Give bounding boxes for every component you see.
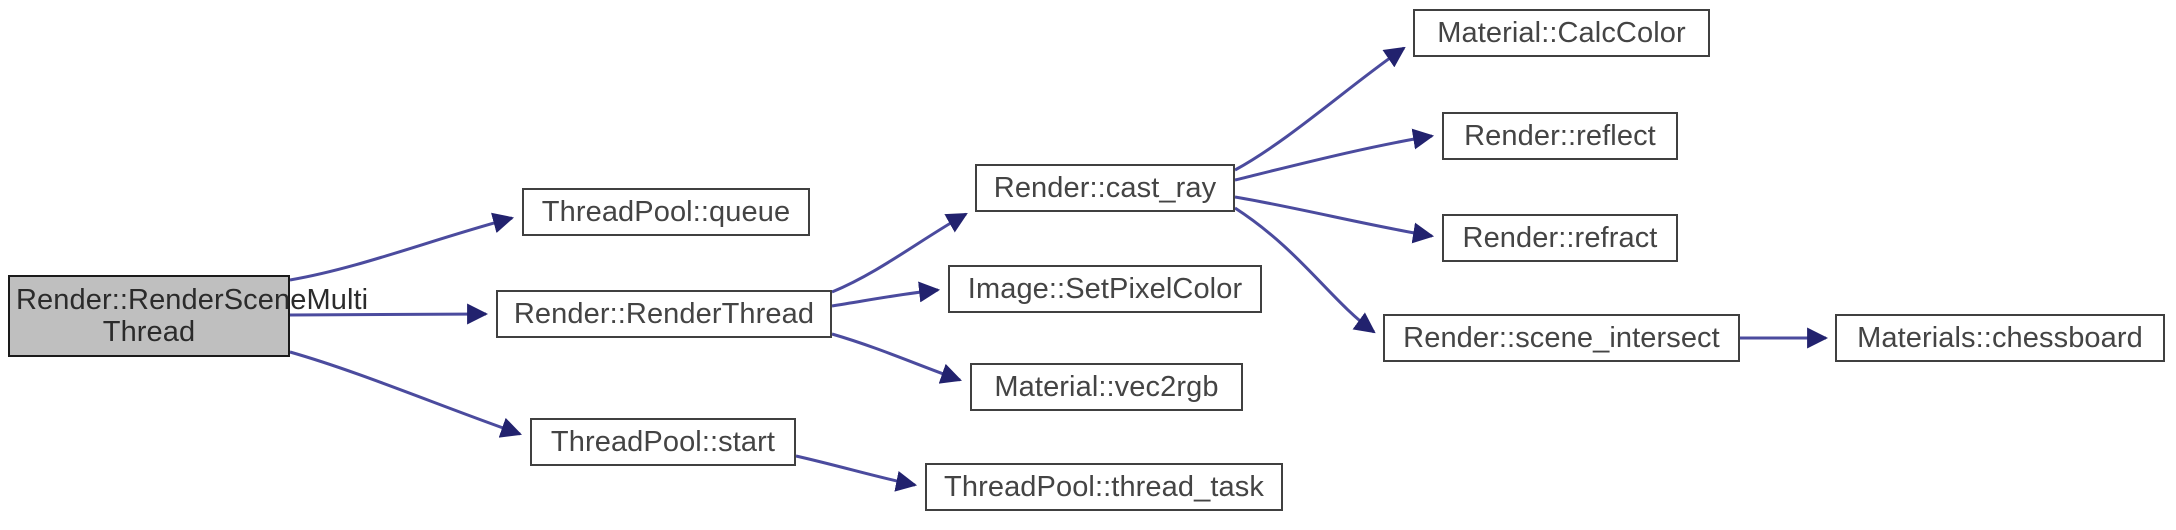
- graph-node-threadpool_thread_task[interactable]: ThreadPool::thread_task: [925, 463, 1283, 511]
- graph-node-label-threadpool_queue: ThreadPool::queue: [541, 195, 791, 228]
- graph-node-label-threadpool_start: ThreadPool::start: [550, 425, 776, 458]
- graph-node-label-threadpool_thread_task: ThreadPool::thread_task: [944, 470, 1264, 503]
- graph-node-render_scene_intersect[interactable]: Render::scene_intersect: [1383, 314, 1740, 362]
- graph-node-render_renderthread[interactable]: Render::RenderThread: [496, 290, 832, 338]
- edge-render_scene_multithread-to-threadpool_start: [289, 350, 522, 438]
- edge-threadpool_start-to-threadpool_thread_task: [795, 454, 918, 492]
- graph-node-threadpool_queue[interactable]: ThreadPool::queue: [522, 188, 810, 236]
- graph-node-label-render_scene_multithread: Render::RenderSceneMulti Thread: [16, 283, 369, 348]
- graph-node-label-render_cast_ray: Render::cast_ray: [993, 171, 1217, 204]
- graph-node-label-materials_chessboard: Materials::chessboard: [1857, 321, 2143, 354]
- graph-node-threadpool_start[interactable]: ThreadPool::start: [530, 418, 796, 466]
- graph-node-materials_chessboard[interactable]: Materials::chessboard: [1835, 314, 2165, 362]
- graph-node-label-material_vec2rgb: Material::vec2rgb: [994, 370, 1219, 403]
- edge-render_cast_ray-to-render_reflect: [1234, 128, 1435, 182]
- edge-render_renderthread-to-material_vec2rgb: [831, 332, 962, 384]
- graph-node-render_cast_ray[interactable]: Render::cast_ray: [975, 164, 1235, 212]
- graph-node-image_setpixelcolor[interactable]: Image::SetPixelColor: [948, 265, 1262, 313]
- graph-node-label-material_calccolor: Material::CalcColor: [1437, 16, 1686, 49]
- graph-node-render_refract[interactable]: Render::refract: [1442, 214, 1678, 262]
- graph-node-render_scene_multithread[interactable]: Render::RenderSceneMulti Thread: [8, 275, 369, 357]
- edge-render_renderthread-to-render_cast_ray: [831, 212, 968, 294]
- edge-render_scene_multithread-to-threadpool_queue: [289, 212, 515, 282]
- graph-node-material_calccolor[interactable]: Material::CalcColor: [1413, 9, 1710, 57]
- edge-render_renderthread-to-image_setpixelcolor: [831, 281, 941, 308]
- graph-node-label-render_renderthread: Render::RenderThread: [513, 297, 815, 330]
- graph-node-label-render_refract: Render::refract: [1462, 221, 1658, 254]
- edge-render_cast_ray-to-material_calccolor: [1234, 46, 1406, 172]
- graph-node-material_vec2rgb[interactable]: Material::vec2rgb: [970, 363, 1243, 411]
- graph-node-render_reflect[interactable]: Render::reflect: [1442, 112, 1678, 160]
- graph-node-label-image_setpixelcolor: Image::SetPixelColor: [967, 272, 1243, 305]
- graph-node-label-render_scene_intersect: Render::scene_intersect: [1403, 321, 1720, 354]
- edge-render_cast_ray-to-render_refract: [1234, 195, 1435, 244]
- graph-node-label-render_reflect: Render::reflect: [1464, 119, 1656, 152]
